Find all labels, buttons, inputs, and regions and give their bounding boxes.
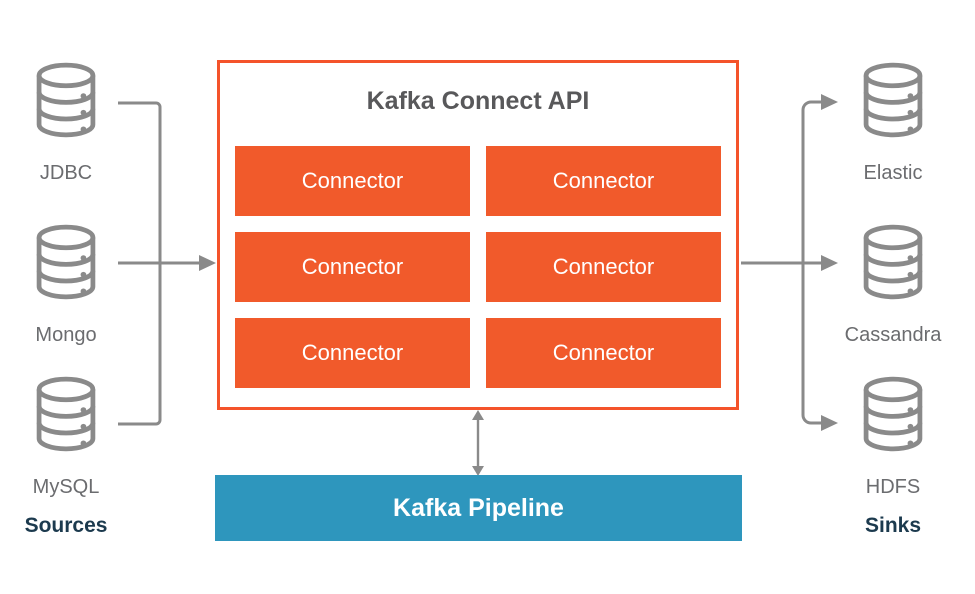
- source-label-jdbc: JDBC: [39, 162, 93, 184]
- database-icon: [855, 60, 931, 140]
- database-icon: [28, 222, 104, 302]
- arrowhead-up-connect: [472, 410, 484, 420]
- sinks-branch-line: [801, 100, 822, 425]
- sources-merge-line: [118, 101, 162, 426]
- connector-cell: Connector: [235, 146, 470, 216]
- arrowhead-elastic: [821, 94, 838, 110]
- source-node-jdbc: JDBC: [16, 60, 116, 185]
- kafka-pipeline-bar: Kafka Pipeline: [215, 475, 742, 541]
- kafka-connect-api-box: Kafka Connect API Connector Connector Co…: [217, 60, 739, 410]
- sink-label-cassandra: Cassandra: [844, 324, 942, 346]
- sink-node-cassandra: Cassandra: [843, 222, 943, 347]
- database-icon: [28, 374, 104, 454]
- sink-node-elastic: Elastic: [843, 60, 943, 185]
- connector-grid: Connector Connector Connector Connector …: [235, 146, 721, 388]
- sink-label-elastic: Elastic: [863, 162, 923, 184]
- pipeline-label: Kafka Pipeline: [393, 493, 564, 522]
- sink-node-hdfs: HDFS: [843, 374, 943, 499]
- source-label-mongo: Mongo: [35, 324, 97, 346]
- database-icon: [28, 60, 104, 140]
- arrowhead-into-connect: [199, 255, 216, 271]
- source-node-mysql: MySQL: [16, 374, 116, 499]
- database-icon: [855, 222, 931, 302]
- sources-heading: Sources: [24, 514, 108, 537]
- connector-cell: Connector: [486, 232, 721, 302]
- source-node-mongo: Mongo: [16, 222, 116, 347]
- connector-cell: Connector: [235, 318, 470, 388]
- database-icon: [855, 374, 931, 454]
- connector-cell: Connector: [486, 318, 721, 388]
- sink-label-hdfs: HDFS: [865, 476, 921, 498]
- connect-box-title: Kafka Connect API: [366, 87, 590, 115]
- arrowhead-cassandra: [821, 255, 838, 271]
- connector-cell: Connector: [235, 232, 470, 302]
- connector-cell: Connector: [486, 146, 721, 216]
- arrowhead-hdfs: [821, 415, 838, 431]
- source-label-mysql: MySQL: [32, 476, 100, 498]
- sinks-heading: Sinks: [864, 514, 922, 537]
